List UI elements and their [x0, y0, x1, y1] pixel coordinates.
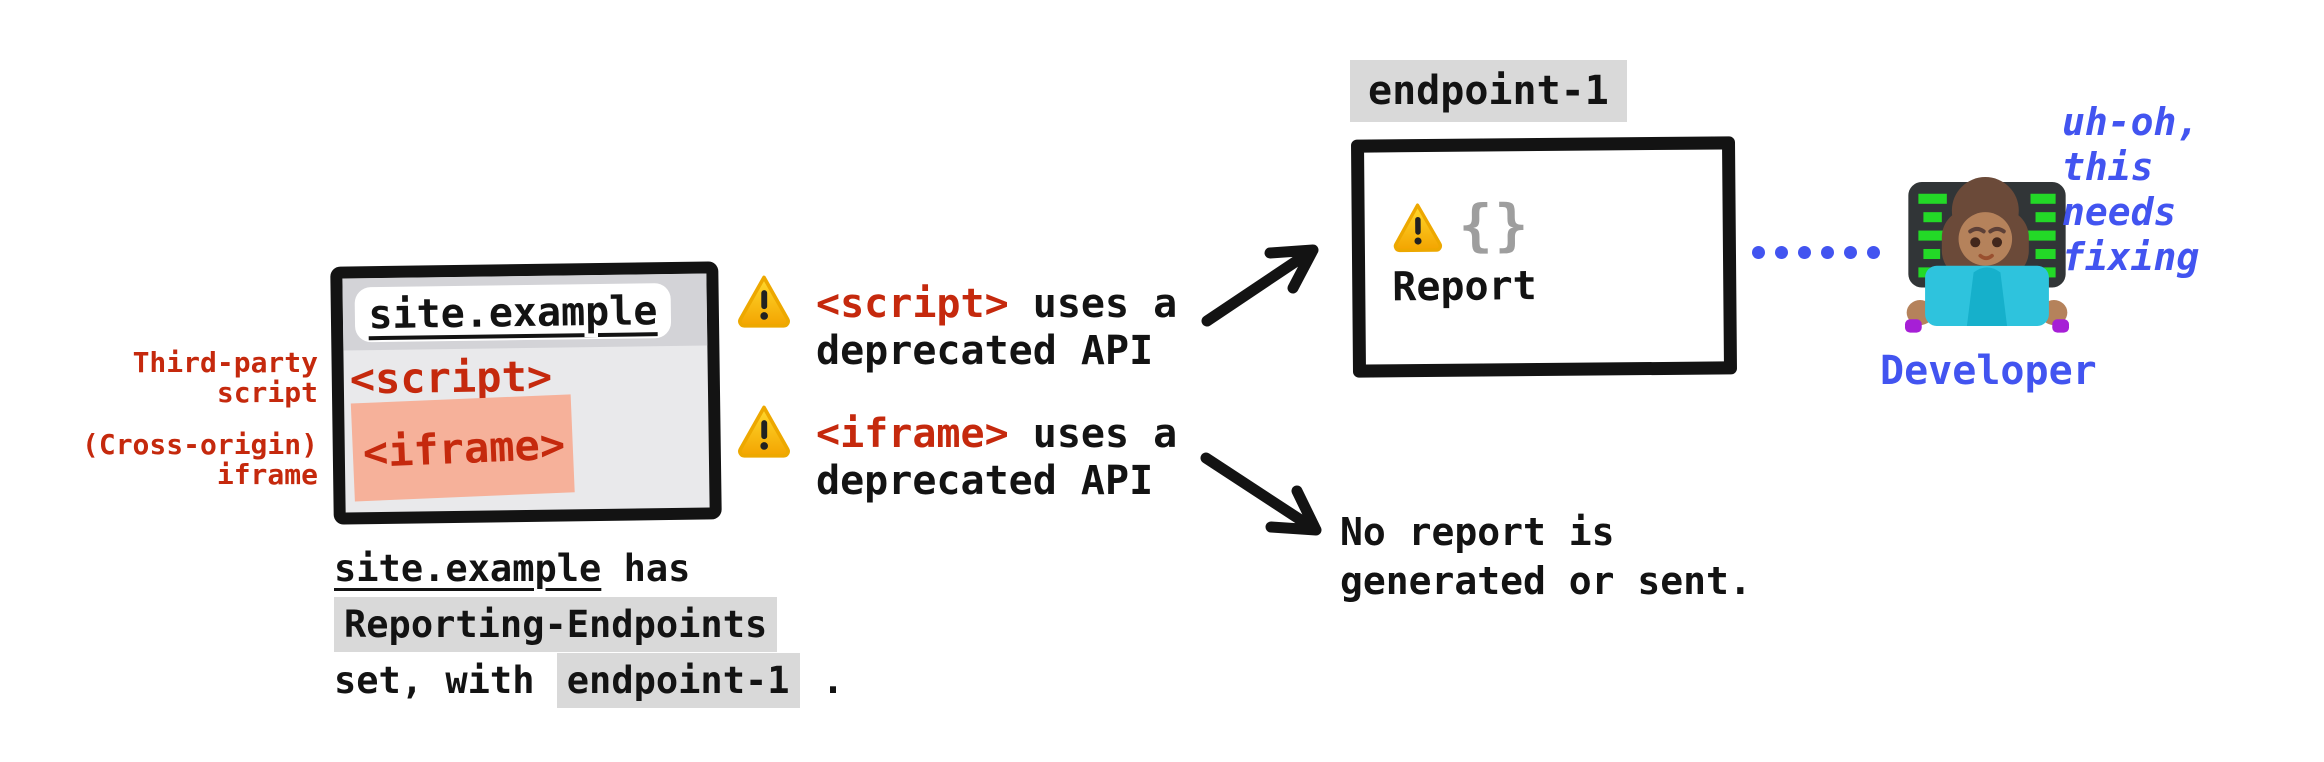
json-braces-icon: {} — [1458, 193, 1531, 259]
iframe-tag-label: <iframe> — [361, 419, 566, 477]
woman-technologist-icon — [1903, 172, 2071, 336]
endpoint-1-label: endpoint-1 — [1350, 60, 1627, 122]
dot — [1752, 246, 1765, 259]
script-warning-text: <script> uses a deprecated API — [816, 281, 1177, 375]
warning-icon — [735, 272, 793, 330]
caption-line-1: site.example has — [334, 541, 844, 597]
report-box: {} Report — [1350, 136, 1738, 378]
site-browser-window: site.example <script> <iframe> — [330, 261, 722, 525]
reporting-endpoints-code: Reporting-Endpoints — [334, 597, 778, 652]
iframe-warning-tag: <iframe> — [816, 411, 1009, 457]
window-caption: site.example has Reporting-Endpoints set… — [334, 541, 844, 709]
caption-has: has — [601, 547, 691, 590]
dot — [1867, 246, 1880, 259]
address-bar: site.example — [354, 282, 672, 343]
warning-icon — [735, 402, 793, 460]
warning-icon — [1390, 199, 1444, 253]
caption-line-3: set, with endpoint-1 . — [334, 653, 844, 709]
report-icons: {} — [1390, 193, 1530, 259]
caption-set-with: set, with — [334, 659, 535, 702]
developer-label: Developer — [1880, 348, 2097, 394]
arrow-to-no-report — [1200, 452, 1322, 536]
iframe-warning-rest: uses a — [1008, 411, 1178, 457]
site-url: site.example — [368, 287, 658, 338]
caption-site-code: site.example — [334, 547, 602, 590]
dot — [1775, 246, 1788, 259]
cross-origin-iframe-label: (Cross-origin) iframe — [81, 428, 318, 491]
dot — [1798, 246, 1811, 259]
dotted-line — [1752, 246, 1880, 259]
iframe-warning-text: <iframe> uses a deprecated API — [816, 411, 1177, 505]
no-report-text: No report is generated or sent. — [1340, 510, 1752, 603]
script-warning-tag: <script> — [816, 281, 1009, 327]
third-party-script-label: Third-party script — [132, 346, 318, 409]
dot — [1844, 246, 1857, 259]
script-warning-line-2: deprecated API — [816, 328, 1154, 374]
script-warning-line-1: <script> uses a — [816, 281, 1177, 328]
iframe-highlight-box: <iframe> — [350, 394, 575, 502]
iframe-warning-line-2: deprecated API — [816, 458, 1154, 504]
dot — [1821, 246, 1834, 259]
caption-line-2: Reporting-Endpoints — [334, 597, 844, 653]
iframe-warning-line-1: <iframe> uses a — [816, 411, 1177, 458]
developer-thought-text: uh-oh, this needs fixing — [2062, 100, 2200, 279]
script-warning-rest: uses a — [1008, 281, 1178, 327]
window-header: site.example — [342, 273, 708, 351]
arrow-to-endpoint — [1201, 244, 1319, 327]
endpoint-1-code: endpoint-1 — [556, 653, 800, 708]
caption-period: . — [821, 659, 845, 702]
report-label: Report — [1392, 263, 1537, 311]
